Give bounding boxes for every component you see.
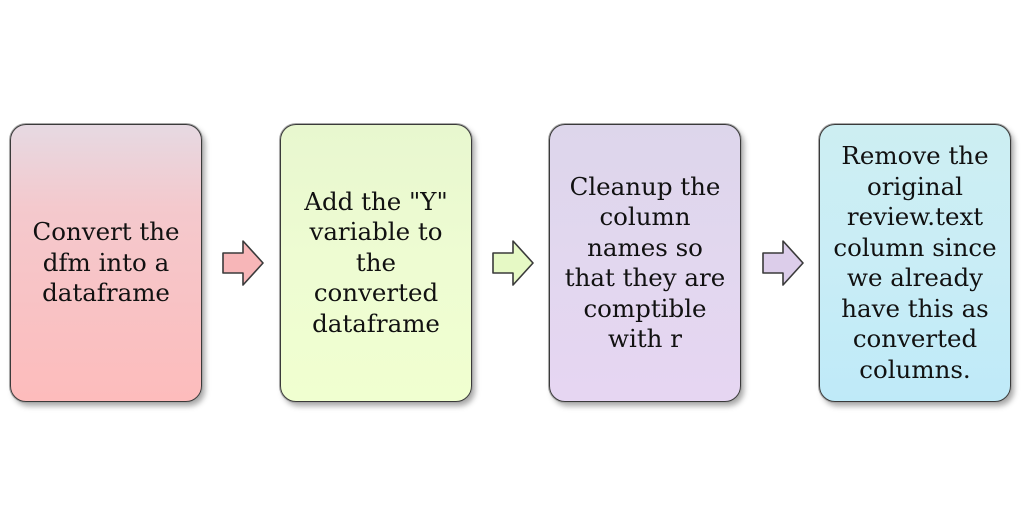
step-3-box: Cleanup the column names so that they ar… [549,124,741,402]
arrow-right-icon [492,240,534,286]
step-3-text: Cleanup the column names so that they ar… [564,171,726,354]
step-1-text: Convert the dfm into a dataframe [32,217,180,308]
arrow-2-shape [492,240,534,286]
arrow-1-shape [222,240,264,286]
arrow-right-icon [222,240,264,286]
arrow-right-icon [762,240,804,286]
arrow-3-shape [762,240,804,286]
step-1-box: Convert the dfm into a dataframe [10,124,202,402]
step-4-text: Remove the original review.text column s… [833,141,997,384]
step-4-box: Remove the original review.text column s… [819,124,1011,402]
step-2-box: Add the "Y" variable to the converted da… [280,124,472,402]
step-2-text: Add the "Y" variable to the converted da… [304,186,448,338]
